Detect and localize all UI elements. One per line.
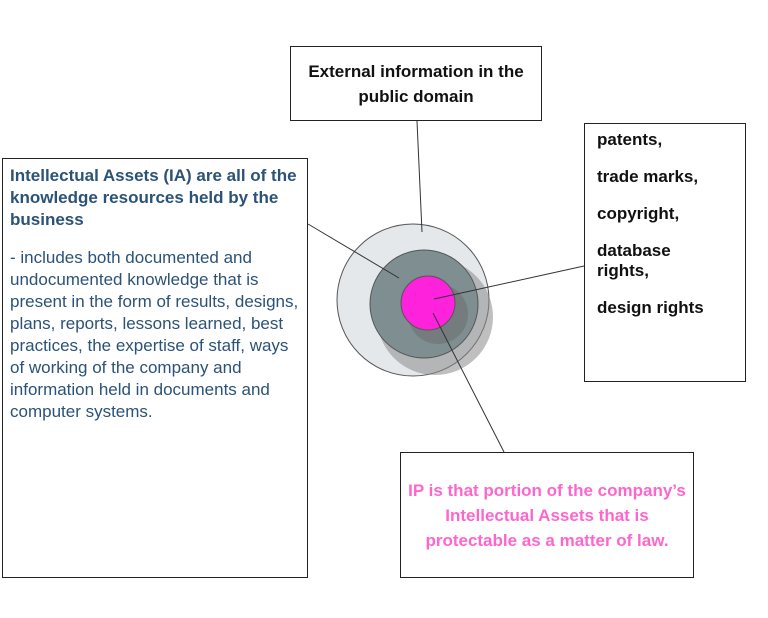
ip-types-box: patents, trade marks, copyright, databas… <box>584 123 746 382</box>
ip-definition-text: IP is that portion of the company’s Inte… <box>408 480 686 550</box>
intellectual-assets-box: Intellectual Assets (IA) are all of the … <box>2 158 308 578</box>
ip-type-design-rights: design rights <box>597 298 704 317</box>
ip-definition-box: IP is that portion of the company’s Inte… <box>400 452 694 578</box>
core-ip <box>400 275 456 331</box>
ia-body: - includes both documented and undocumen… <box>10 248 299 421</box>
connector-external <box>416 120 423 233</box>
connector-ip-types <box>433 265 585 300</box>
connector-ia <box>307 223 400 279</box>
external-info-text: External information in the public domai… <box>308 61 524 106</box>
ip-type-patents: patents, <box>597 130 663 149</box>
ia-heading: Intellectual Assets (IA) are all of the … <box>10 166 297 229</box>
connector-ip-definition <box>432 312 505 453</box>
ip-type-trade-marks: trade marks, <box>597 167 699 186</box>
ip-type-database-rights: database rights, <box>597 241 671 280</box>
external-info-box: External information in the public domai… <box>290 46 542 121</box>
ip-type-copyright: copyright, <box>597 204 680 223</box>
